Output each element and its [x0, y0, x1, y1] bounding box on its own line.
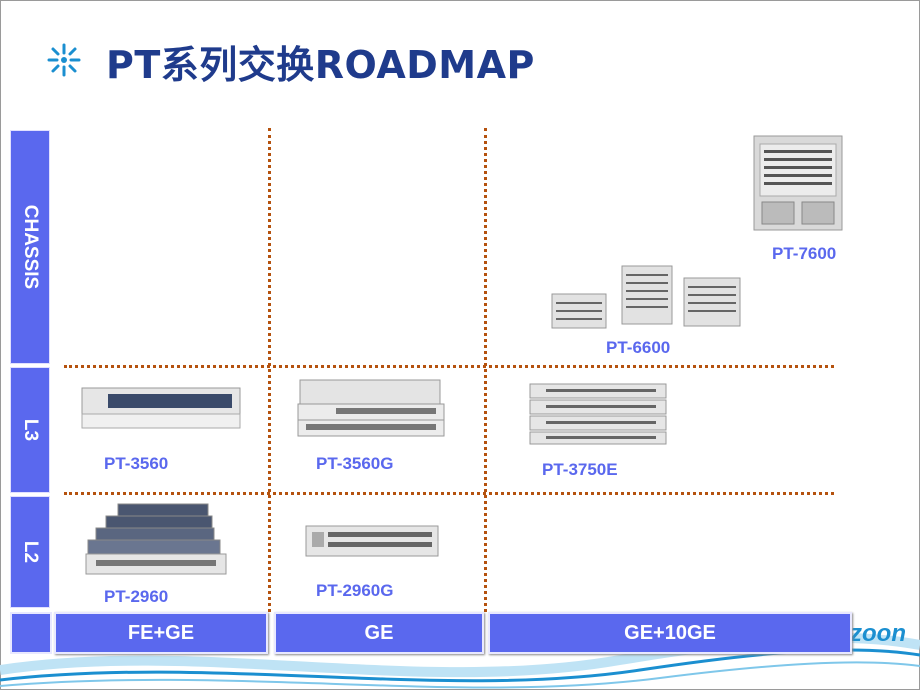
- product-label-pt-3750e: PT-3750E: [542, 460, 618, 479]
- starburst-icon: [47, 43, 81, 77]
- grid-divider-horizontal-2: [64, 492, 834, 495]
- column-label-fe-ge: FE+GE: [54, 612, 268, 654]
- grid-divider-vertical-1: [268, 128, 271, 612]
- column-label-ge-10ge: GE+10GE: [488, 612, 852, 654]
- product-label-pt-2960: PT-2960: [104, 587, 169, 606]
- pt-3560g-device-image: [297, 379, 445, 437]
- product-label-pt-6600: PT-6600: [606, 338, 671, 357]
- pt-3560-device-image: [81, 387, 241, 429]
- page-title: PT系列交换ROADMAP: [106, 43, 535, 87]
- row-label-l2: L2: [10, 496, 50, 608]
- pt-7600-device-image: [753, 135, 843, 231]
- corner-cell: [10, 612, 52, 654]
- pt-6600-device-image: [551, 265, 741, 329]
- row-label-l3: L3: [10, 367, 50, 493]
- product-label-pt-2960g: PT-2960G: [316, 581, 394, 600]
- pt-2960g-device-image: [305, 525, 439, 557]
- grid-divider-horizontal-1: [64, 365, 834, 368]
- product-label-pt-7600: PT-7600: [772, 244, 837, 263]
- row-label-chassis: CHASSIS: [10, 130, 50, 364]
- product-label-pt-3560g: PT-3560G: [316, 454, 394, 473]
- brand-logo-fragment: zoon: [850, 620, 906, 647]
- grid-divider-vertical-2: [484, 128, 487, 612]
- product-label-pt-3560: PT-3560: [104, 454, 169, 473]
- column-label-ge: GE: [274, 612, 484, 654]
- pt-3750e-device-image: [529, 383, 667, 445]
- pt-2960-device-image: [85, 503, 227, 575]
